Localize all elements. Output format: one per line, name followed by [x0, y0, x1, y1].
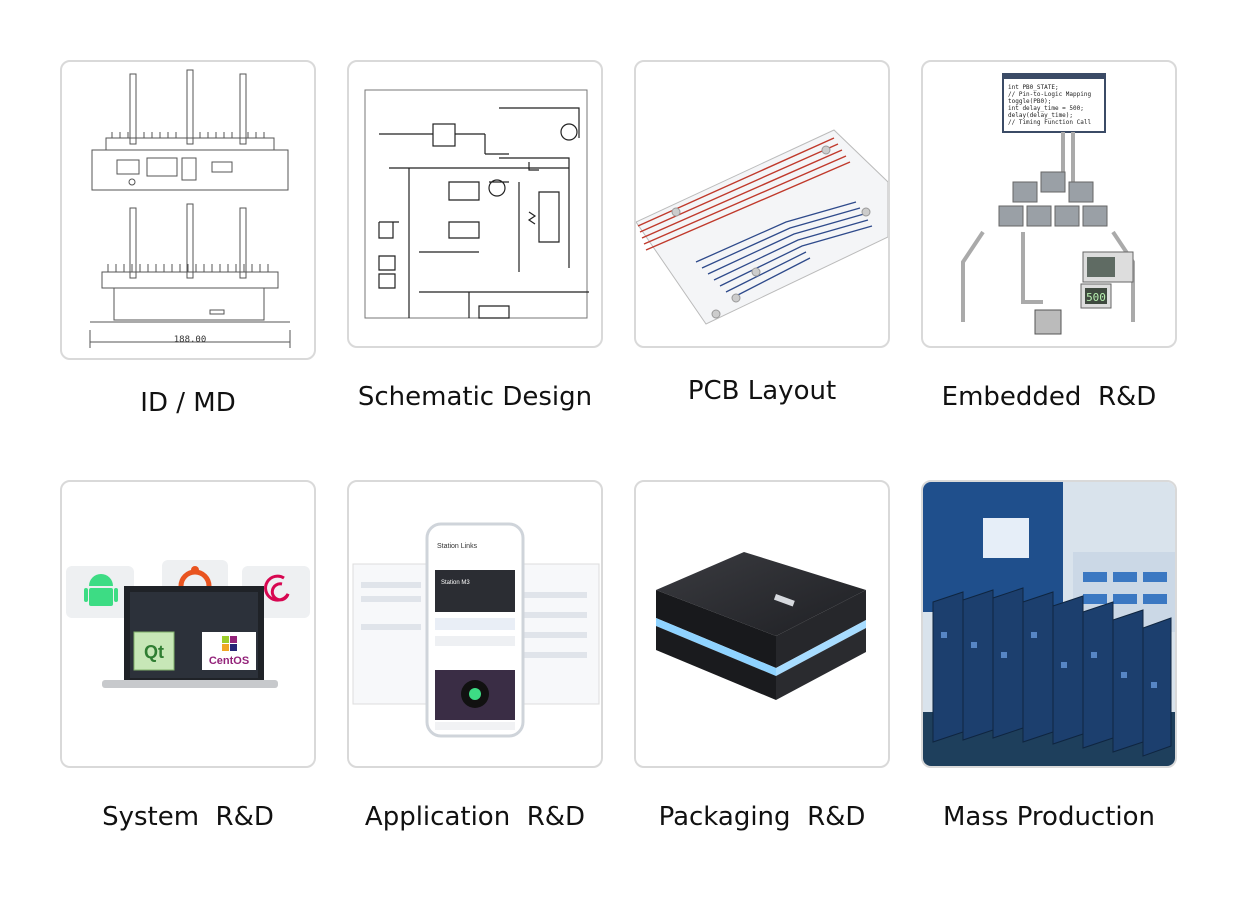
debian-icon: [264, 574, 290, 602]
code-line-2: // Pin-to-Logic Mapping: [1008, 91, 1091, 98]
caption-application: Application R&D: [364, 802, 586, 832]
card-pcb[interactable]: [634, 60, 890, 348]
embedded-drawing: int PB0_STATE; // Pin-to-Logic Mapping t…: [961, 73, 1135, 335]
caption-id-md: ID / MD: [140, 388, 236, 418]
caption-pcb: PCB Layout: [687, 376, 837, 406]
code-line-6: // Timing Function Call: [1008, 119, 1091, 126]
card-application[interactable]: Station Links Station M3: [347, 480, 603, 768]
card-embedded[interactable]: int PB0_STATE; // Pin-to-Logic Mapping t…: [921, 60, 1177, 348]
android-icon: [84, 574, 118, 606]
code-line-4: int delay_time = 500;: [1008, 105, 1084, 112]
enclosure-drawing: 188.00: [89, 69, 291, 348]
caption-packaging: Packaging R&D: [658, 802, 866, 832]
banner-title: Station M3: [441, 580, 470, 586]
application-drawing: Station Links Station M3: [352, 522, 600, 738]
caption-mass-production: Mass Production: [942, 802, 1156, 832]
code-line-5: delay(delay_time);: [1008, 112, 1073, 119]
phone-title: Station Links: [437, 543, 478, 550]
centos-icon: [222, 636, 237, 651]
card-system[interactable]: Qt CentOS: [60, 480, 316, 768]
counter-display: 500: [1086, 291, 1106, 304]
code-line-1: int PB0_STATE;: [1008, 84, 1059, 91]
dimension-label: 188.00: [174, 335, 207, 345]
card-schematic[interactable]: [347, 60, 603, 348]
caption-system: System R&D: [102, 802, 274, 832]
system-drawing: Qt CentOS: [66, 560, 310, 688]
card-id-md[interactable]: 188.00: [60, 60, 316, 360]
centos-label: CentOS: [209, 655, 249, 667]
code-line-3: toggle(PB0);: [1008, 98, 1051, 105]
factory-photo: [923, 482, 1175, 766]
schematic-drawing: [364, 89, 589, 319]
card-packaging[interactable]: [634, 480, 890, 768]
pcb-drawing: [636, 129, 888, 325]
caption-embedded: Embedded R&D: [941, 382, 1157, 412]
card-mass-production[interactable]: [921, 480, 1177, 768]
packaging-drawing: [656, 552, 866, 700]
caption-schematic: Schematic Design: [357, 382, 593, 412]
qt-label: Qt: [144, 642, 164, 662]
